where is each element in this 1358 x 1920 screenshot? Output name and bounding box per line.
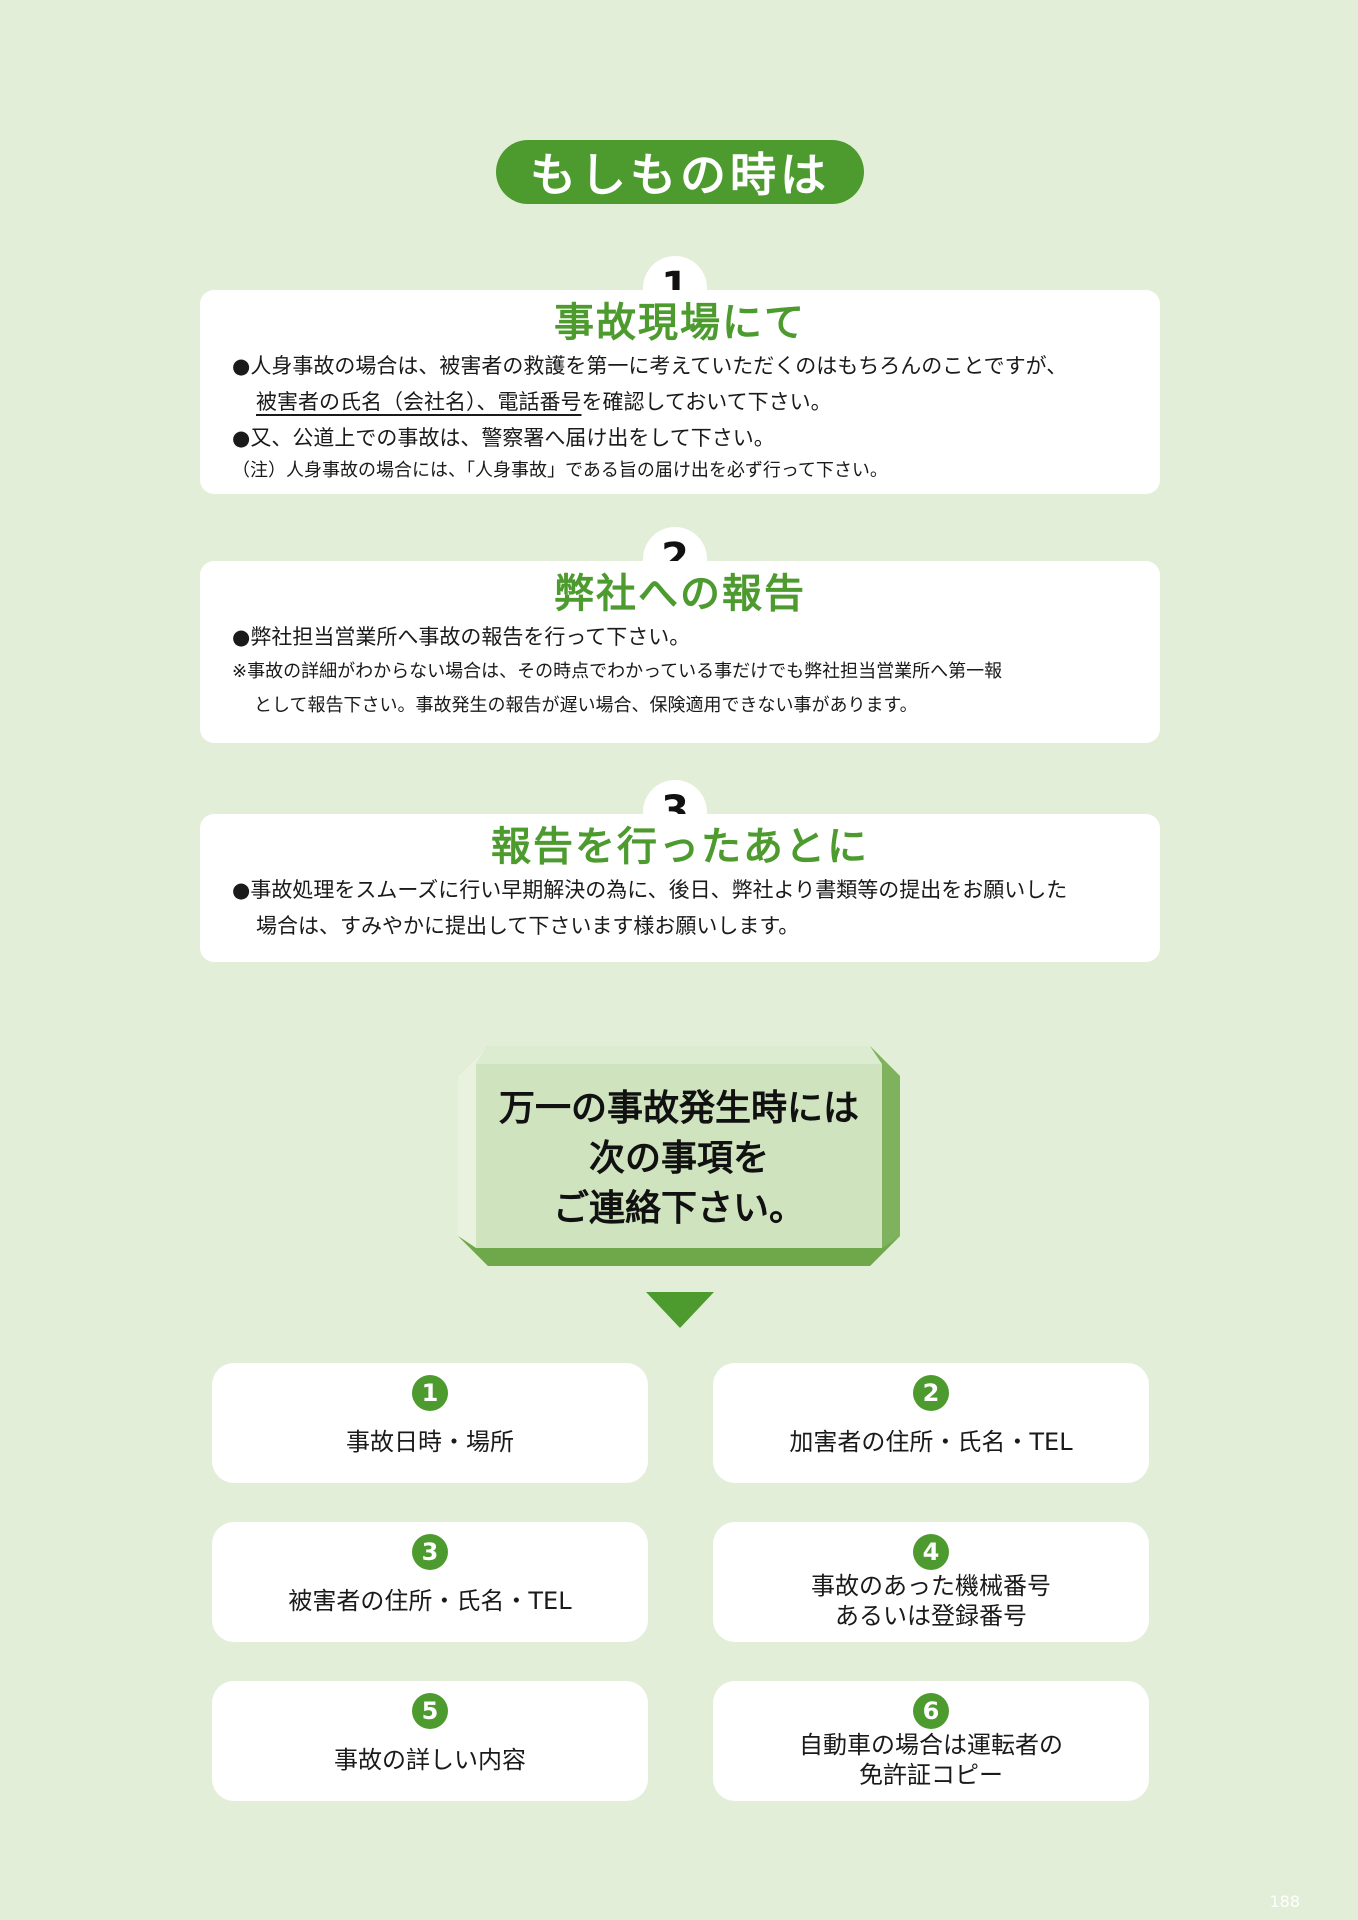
contact-item-4: 4 事故のあった機械番号 あるいは登録番号: [713, 1522, 1149, 1642]
step-1-card: 事故現場にて ●人身事故の場合は、被害者の救護を第一に考えていただくのはもちろん…: [200, 290, 1160, 494]
contact-item-6: 6 自動車の場合は運転者の 免許証コピー: [713, 1681, 1149, 1801]
contact-item-2: 2 加害者の住所・氏名・TEL: [713, 1363, 1149, 1483]
item-2-text: 加害者の住所・氏名・TEL: [789, 1428, 1073, 1456]
step-1-note: （注）人身事故の場合には、「人身事故」である旨の届け出を必ず行って下さい。: [232, 460, 888, 481]
notice-line-3: ご連絡下さい。: [553, 1188, 805, 1229]
contact-item-1: 1 事故日時・場所: [212, 1363, 648, 1483]
item-5-number-badge: 5: [412, 1693, 448, 1729]
contact-item-5: 5 事故の詳しい内容: [212, 1681, 648, 1801]
step-1-line-3: ●又、公道上での事故は、警察署へ届け出をして下さい。: [232, 426, 775, 450]
notice-line-2: 次の事項を: [589, 1138, 769, 1179]
step-1-line-1: ●人身事故の場合は、被害者の救護を第一に考えていただくのはもちろんのことですが、: [232, 354, 1068, 378]
step-1-line-2: 被害者の氏名（会社名）、電話番号を確認しておいて下さい。: [232, 384, 1124, 420]
step-3-line-1: ●事故処理をスムーズに行い早期解決の為に、後日、弊社より書類等の提出をお願いした: [232, 878, 1068, 902]
item-1-text: 事故日時・場所: [346, 1428, 514, 1456]
item-3-text: 被害者の住所・氏名・TEL: [288, 1587, 572, 1615]
item-6-text-line-1: 自動車の場合は運転者の: [799, 1731, 1063, 1759]
item-4-text-line-1: 事故のあった機械番号: [811, 1572, 1051, 1600]
item-5-text: 事故の詳しい内容: [334, 1746, 526, 1774]
item-4-text-line-2: あるいは登録番号: [835, 1602, 1027, 1630]
step-2-note-2: として報告下さい。事故発生の報告が遅い場合、保険適用できない事があります。: [254, 695, 918, 716]
step-1-heading: 事故現場にて: [554, 300, 806, 346]
item-3-number-badge: 3: [412, 1534, 448, 1570]
step-2-heading: 弊社への報告: [554, 571, 806, 617]
page-number: 188: [1269, 1892, 1300, 1911]
step-2-card: 弊社への報告 ●弊社担当営業所へ事故の報告を行って下さい。 ※事故の詳細がわから…: [200, 561, 1160, 743]
item-4-number-badge: 4: [913, 1534, 949, 1570]
step-1-underlined-text: 被害者の氏名（会社名）、電話番号: [256, 390, 582, 414]
notice-line-1: 万一の事故発生時には: [499, 1088, 859, 1129]
page-title: もしもの時は: [496, 140, 864, 204]
down-arrow-icon: [646, 1292, 714, 1328]
item-6-number-badge: 6: [913, 1693, 949, 1729]
step-3-line-2: 場合は、すみやかに提出して下さいます様お願いします。: [256, 914, 800, 938]
step-2-note-1: ※事故の詳細がわからない場合は、その時点でわかっている事だけでも弊社担当営業所へ…: [232, 661, 1003, 682]
item-2-number-badge: 2: [913, 1375, 949, 1411]
step-1-line-2-rest: を確認しておいて下さい。: [581, 390, 832, 414]
step-3-card: 報告を行ったあとに ●事故処理をスムーズに行い早期解決の為に、後日、弊社より書類…: [200, 814, 1160, 962]
item-1-number-badge: 1: [412, 1375, 448, 1411]
notice-box: 万一の事故発生時には 次の事項を ご連絡下さい。: [458, 1046, 900, 1266]
item-6-text-line-2: 免許証コピー: [859, 1761, 1003, 1789]
step-2-line-1: ●弊社担当営業所へ事故の報告を行って下さい。: [232, 625, 691, 649]
contact-item-3: 3 被害者の住所・氏名・TEL: [212, 1522, 648, 1642]
step-3-heading: 報告を行ったあとに: [491, 824, 869, 870]
